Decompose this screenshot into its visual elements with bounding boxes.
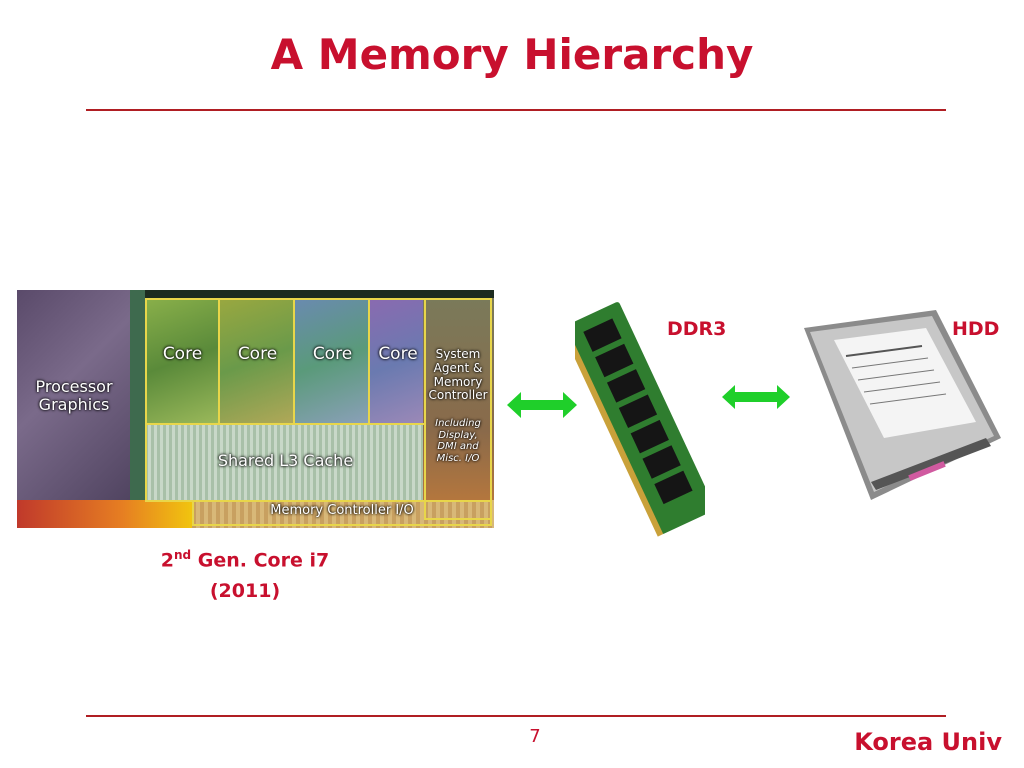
processor-die-image: Processor Graphics Core Core Core Core S… xyxy=(17,290,494,528)
caption-rest: Gen. Core i7 xyxy=(191,549,330,572)
ddr3-label: DDR3 xyxy=(667,318,727,340)
memory-controller-io-label: Memory Controller I/O xyxy=(270,503,414,518)
processor-year: (2011) xyxy=(209,580,281,602)
processor-graphics-label: Processor Graphics xyxy=(35,377,113,415)
footer-brand: Korea Univ xyxy=(854,728,1002,756)
hdd-image xyxy=(804,310,1001,500)
core-label-1: Core xyxy=(162,344,203,364)
page-number: 7 xyxy=(529,726,541,747)
ddr3-module-image xyxy=(575,302,705,537)
l3-cache-label: Shared L3 Cache xyxy=(217,451,354,470)
footer-divider xyxy=(86,715,946,717)
hdd-label: HDD xyxy=(952,318,1000,340)
core-label-3: Core xyxy=(312,344,353,364)
system-agent-note: Including Display, DMI and Misc. I/O xyxy=(435,418,481,464)
title-divider xyxy=(86,109,946,111)
double-arrow-icon xyxy=(507,392,577,418)
core-label-4: Core xyxy=(378,344,418,364)
processor-caption: 2nd Gen. Core i7 xyxy=(100,548,390,571)
core-label-2: Core xyxy=(237,344,278,364)
caption-prefix: 2 xyxy=(160,549,175,572)
slide-title: A Memory Hierarchy xyxy=(270,30,754,79)
system-agent-label: System Agent & Memory Controller xyxy=(428,347,488,403)
double-arrow-icon xyxy=(722,385,790,409)
caption-sup: nd xyxy=(174,548,192,562)
